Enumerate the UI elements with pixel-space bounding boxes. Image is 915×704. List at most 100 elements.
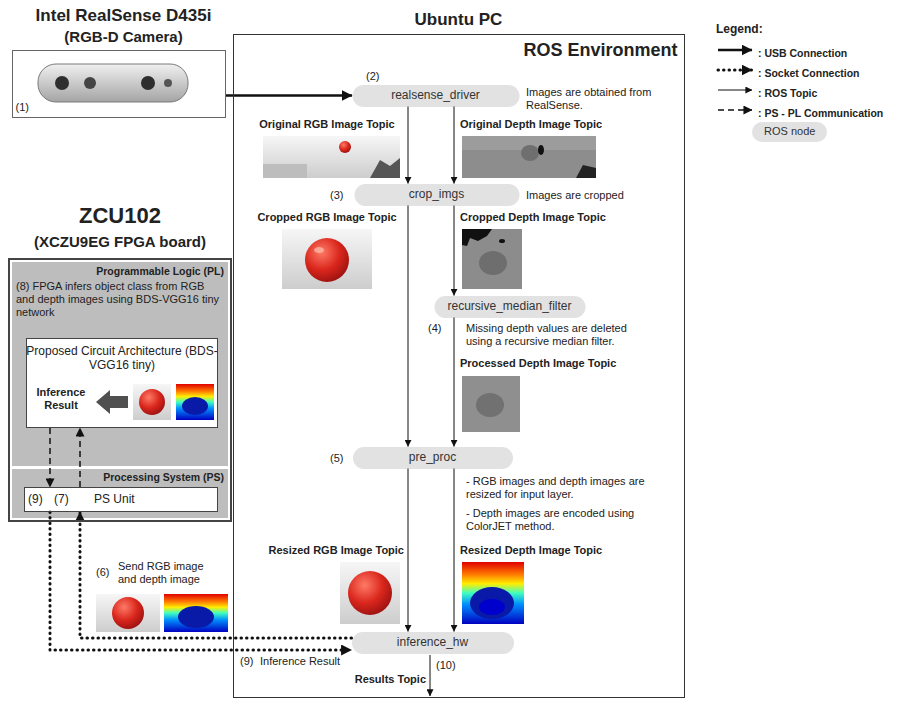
pspl-connector [49,428,51,487]
depth-image-detail [576,165,596,178]
depth-image [462,229,522,289]
camera-lens [164,79,172,87]
text-holder: Resized RGB Image Topic [246,544,404,557]
ros-node-fill [353,85,520,107]
text-holder: Inference Result [260,655,360,668]
device-subheading: (XCZU9EG FPGA board) [8,233,232,251]
text-holder: Proposed Circuit Architecture (BDS-VGG16… [26,344,218,373]
text-holder: : Socket Connection [758,63,910,81]
jet-image-detail [182,397,208,415]
region-heading: Processing System (PS) [90,471,224,484]
text-holder: Inference Result [30,386,92,412]
legend-sample [718,109,752,111]
region-heading: Programmable Logic (PL) [90,265,224,278]
legend-sample [718,69,752,72]
apple [305,238,349,282]
callout-number: (6) [96,566,118,579]
sock-connector [80,512,352,638]
depth-image [462,136,596,178]
depth-image-detail [499,239,505,243]
device-heading: Ubuntu PC [233,10,685,30]
jet-image-detail [479,599,505,615]
edge-label: Resized RGB Image Topic [246,544,404,557]
device-heading: ZCU102 [8,203,232,229]
depth-image-detail [521,145,539,161]
pc-box: Ubuntu PCROS Environmentrealsense_driver… [233,34,685,698]
node-label: pre_proc [409,450,456,464]
step-note: Images are obtained from RealSense. [526,86,666,112]
rgb-image [263,136,400,178]
node-label: inference_hw [397,635,468,649]
legend-sample [718,90,752,91]
edge-label: Original RGB Image Topic [250,118,404,131]
legend-sample [718,49,752,52]
ros-connector [408,107,409,184]
rgb-image [282,229,372,289]
region-heading: ROS Environment [490,40,678,62]
jet-image [462,562,524,624]
legend-text: : ROS Topic [758,87,817,100]
callout-number: (1) [16,101,42,114]
sock-connector [50,512,352,650]
jet-image-detail [178,606,214,628]
text-holder: (2) [366,70,390,83]
box-title: PS Unit [94,492,184,506]
ros-node-fill [435,296,586,318]
text-holder: (6) [96,566,118,579]
rgb-image [133,384,171,420]
result-arrow [430,655,431,696]
text-holder: (3) [330,189,352,202]
legend-text: ROS node [764,125,815,138]
pl-region-fill [12,262,228,466]
text-holder: Programmable Logic (PL) [90,265,224,278]
depth-image-detail [476,393,504,417]
text-holder: Processing System (PS) [90,471,224,484]
edge-label: Processed Depth Image Topic [460,357,630,370]
depth-image-detail [479,251,507,275]
edge-label: Inference Result [260,655,360,668]
text-holder: Missing depth values are deleted using a… [466,322,646,348]
text-holder: Resized Depth Image Topic [460,544,630,557]
text-holder: : USB Connection [758,43,910,61]
edge-label: Original Depth Image Topic [460,118,620,131]
text-holder: Cropped RGB Image Topic [250,211,404,224]
camera-lens [55,76,69,90]
rgb-image [96,594,160,632]
ros-connector [454,107,455,184]
usb-connector [226,94,352,97]
text-holder: : PS - PL Communication [758,103,910,121]
apple [112,597,144,629]
text-holder: (XCZU9EG FPGA board) [8,233,232,251]
camera-box: Intel RealSense D435i(RGB-D Camera)(1) [12,50,226,118]
text-holder: PS Unit [94,492,184,506]
ros-node-fill [352,632,514,654]
edge-label: Cropped Depth Image Topic [460,211,620,224]
legend-heading: Legend: [716,22,806,36]
text-holder: (RGB-D Camera) [4,28,244,46]
callout-number: (7) [54,492,76,506]
text-holder: (1) [16,101,42,114]
node-label: realsense_driver [391,88,480,102]
ros-connector [454,469,455,632]
output-topic: Results Topic [340,673,426,686]
ros-node: recursive_median_filter [434,296,585,318]
circuit-box: Proposed Circuit Architecture (BDS-VGG16… [26,338,218,428]
ros-node: inference_hw [352,632,514,654]
callout-number: (4) [428,322,450,335]
callout-number: (2) [366,70,390,83]
apple [348,571,392,615]
text-holder: - Depth images are encoded using ColorJE… [466,507,671,533]
camera-body [38,64,188,102]
text-holder: Images are cropped [526,189,656,202]
apple [139,389,165,415]
text-holder: Cropped Depth Image Topic [460,211,620,224]
node-label: crop_imgs [409,187,464,201]
rgb-image-detail [370,158,400,178]
text-holder: Send RGB image and depth image [118,560,210,586]
pl-region: Programmable Logic (PL)(8) FPGA infers o… [12,262,228,466]
ros-node: pre_proc [353,447,513,469]
rgb-image [340,562,400,624]
text-holder: Original RGB Image Topic [250,118,404,131]
device-subheading: (RGB-D Camera) [4,28,244,46]
text-holder: Results Topic [340,673,426,686]
